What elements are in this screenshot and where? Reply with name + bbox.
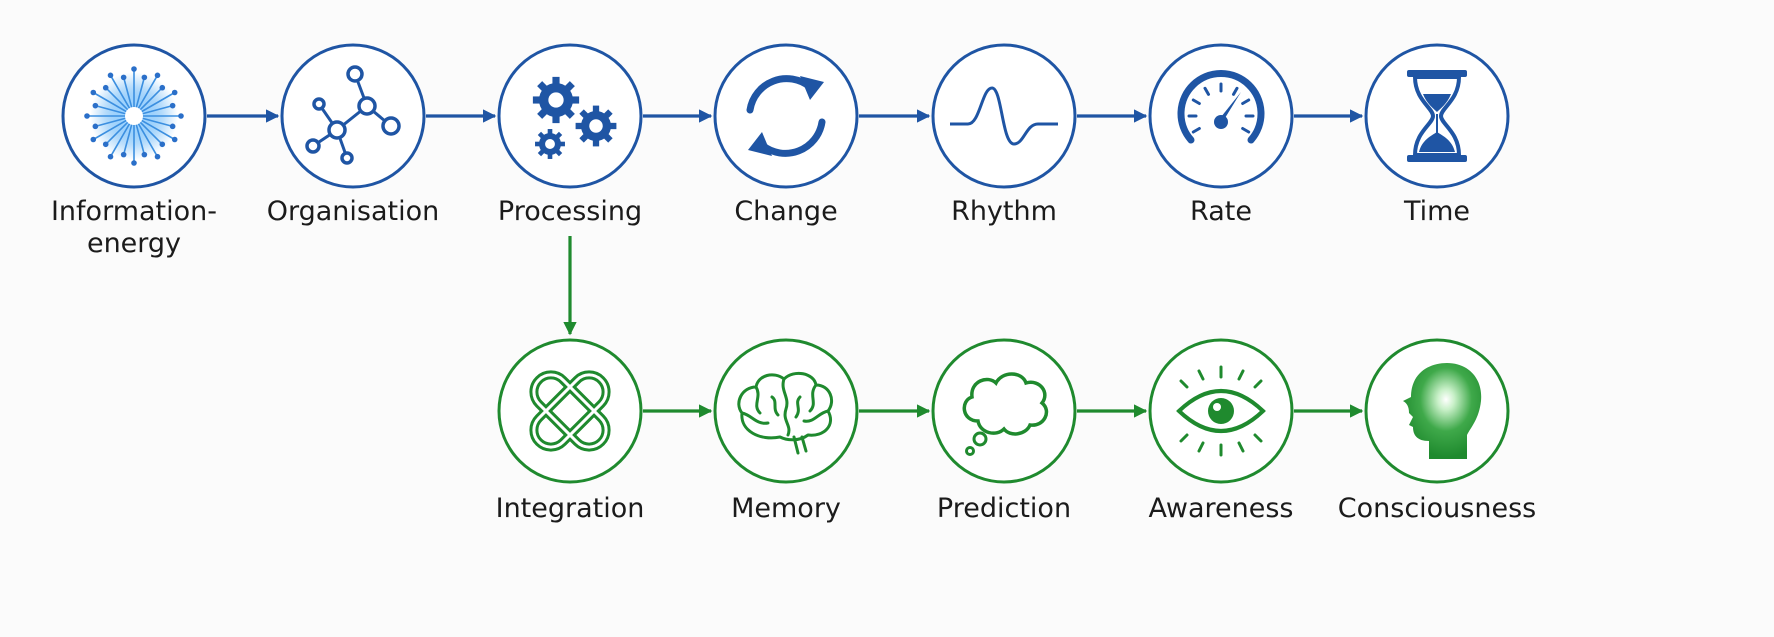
green_row-label: Consciousness	[1337, 493, 1537, 524]
speedometer-icon	[1177, 70, 1265, 144]
blue_row-label: Change	[734, 196, 838, 227]
blue_row-label: Organisation	[266, 196, 440, 227]
hourglass-icon	[1407, 70, 1467, 162]
blue-node-6	[1364, 43, 1510, 189]
blue-node-4-circle	[931, 43, 1077, 189]
green-node-4	[1364, 338, 1510, 484]
blue-node-0	[61, 43, 207, 189]
blue-node-2	[497, 43, 643, 189]
eye-icon	[1176, 365, 1266, 457]
blue-node-4	[931, 43, 1077, 189]
blue-node-5	[1148, 43, 1294, 189]
green-node-0-circle	[497, 338, 643, 484]
wave-icon	[950, 86, 1058, 146]
green-node-1	[713, 338, 859, 484]
glowing-head-icon	[1403, 363, 1482, 459]
blue_row-label: Rate	[1190, 196, 1252, 227]
blue_row-label: Rhythm	[951, 196, 1057, 227]
blue_row-label: Processing	[497, 196, 643, 227]
blue-node-1	[280, 43, 426, 189]
blue_row-label: Information-energy	[50, 196, 218, 259]
green_row-label: Awareness	[1148, 493, 1294, 524]
brain-icon	[737, 371, 833, 455]
blue-node-3	[713, 43, 859, 189]
green-node-3	[1148, 338, 1294, 484]
green-node-2-circle	[931, 338, 1077, 484]
energy-burst-icon	[84, 66, 184, 166]
green-node-0	[497, 338, 643, 484]
gears-icon	[532, 76, 617, 159]
network-nodes-icon	[305, 65, 401, 165]
green_row-label: Integration	[495, 493, 645, 524]
blue-node-3-circle	[713, 43, 859, 189]
green-node-2	[931, 338, 1077, 484]
thought-bubble-icon	[962, 372, 1049, 456]
green_row-label: Memory	[731, 493, 841, 524]
green_row-label: Prediction	[936, 493, 1072, 524]
blue_row-label: Time	[1403, 196, 1471, 227]
cycle-arrows-icon	[746, 75, 826, 157]
interlocked-links-icon	[529, 370, 611, 452]
